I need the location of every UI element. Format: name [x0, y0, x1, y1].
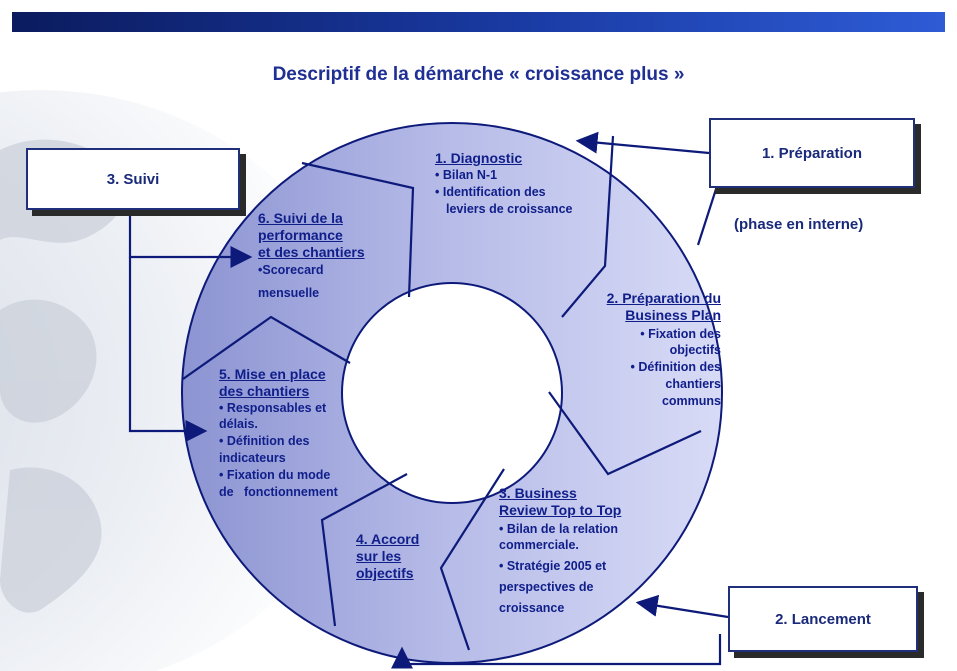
segment-suivi-performance: 6. Suivi de la performance et des chanti… — [258, 210, 365, 302]
segment-item: • Bilan de la relation — [499, 521, 618, 536]
segment-heading: 1. Diagnostic — [435, 150, 523, 166]
segment-item: délais. — [219, 417, 258, 432]
arrow-lancement-3 — [635, 594, 729, 619]
suivi-label: 3. Suivi — [106, 170, 160, 188]
segment-item: chantiers — [665, 377, 721, 392]
divider-4-5 — [320, 473, 408, 627]
segment-item: • Définition des — [219, 434, 310, 449]
arrow-suivi-5 — [128, 257, 208, 442]
segment-item: • Définition des — [630, 360, 722, 375]
segment-accord: 4. Accord sur les objectifs — [356, 531, 419, 581]
segment-item: leviers de croissance — [446, 201, 573, 216]
divider-3-4 — [439, 468, 505, 651]
preparation-label: 1. Préparation — [761, 144, 863, 162]
segment-item: objectifs — [669, 343, 721, 358]
segment-heading: objectifs — [356, 564, 414, 581]
arrow-preparation-side — [696, 185, 719, 246]
arrow-lancement-4 — [391, 634, 722, 669]
segment-item: • Bilan N-1 — [435, 167, 498, 182]
segment-item: de fonctionnement — [219, 484, 338, 499]
segment-item: • Responsables et — [219, 400, 327, 415]
segment-heading: Business Plan — [625, 306, 721, 323]
segment-heading: performance — [258, 226, 343, 243]
segment-heading: 6. Suivi de la — [258, 210, 343, 226]
preparation-box: 1. Préparation — [709, 118, 915, 188]
divider-2-3 — [548, 391, 702, 476]
segment-heading: sur les — [356, 547, 402, 564]
arrow-preparation-top — [575, 131, 710, 155]
segment-heading: 5. Mise en place — [219, 366, 326, 382]
segment-business-plan: 2. Préparation du Business Plan • Fixati… — [607, 290, 721, 410]
page-title: Descriptif de la démarche « croissance p… — [272, 64, 685, 85]
segment-heading: et des chantiers — [258, 243, 365, 260]
top-banner — [12, 12, 945, 32]
segment-heading: 3. Business — [499, 485, 577, 501]
suivi-box: 3. Suivi — [26, 148, 240, 210]
segment-heading: des chantiers — [219, 382, 310, 399]
segment-heading: 2. Préparation du — [606, 290, 721, 306]
segment-item: communs — [661, 394, 721, 409]
segment-item: •Scorecard — [258, 263, 324, 278]
segment-item: mensuelle — [258, 286, 320, 301]
segment-item: • Stratégie 2005 et — [499, 559, 607, 574]
segment-item: croissance — [499, 601, 565, 616]
segment-item: commerciale. — [499, 538, 579, 553]
lancement-label: 2. Lancement — [775, 610, 871, 628]
segment-item: indicateurs — [219, 451, 286, 466]
segment-chantiers: 5. Mise en place des chantiers • Respons… — [219, 366, 338, 501]
cycle-center — [341, 282, 563, 504]
divider-1-2 — [561, 135, 615, 318]
phase-note: (phase en interne) — [734, 216, 864, 233]
divider-5-6 — [182, 315, 351, 380]
segment-heading: Review Top to Top — [499, 501, 622, 518]
segment-item: perspectives de — [499, 580, 594, 595]
segment-item: • Identification des — [435, 184, 546, 199]
segment-business-review: 3. Business Review Top to Top • Bilan de… — [499, 485, 621, 617]
segment-item: • Fixation du mode — [219, 468, 331, 483]
segment-diagnostic: 1. Diagnostic • Bilan N-1 • Identificati… — [435, 150, 572, 217]
segment-item: • Fixation des — [640, 326, 721, 341]
divider-6-1 — [301, 161, 415, 298]
lancement-box: 2. Lancement — [728, 586, 918, 652]
segment-heading: 4. Accord — [356, 531, 420, 547]
